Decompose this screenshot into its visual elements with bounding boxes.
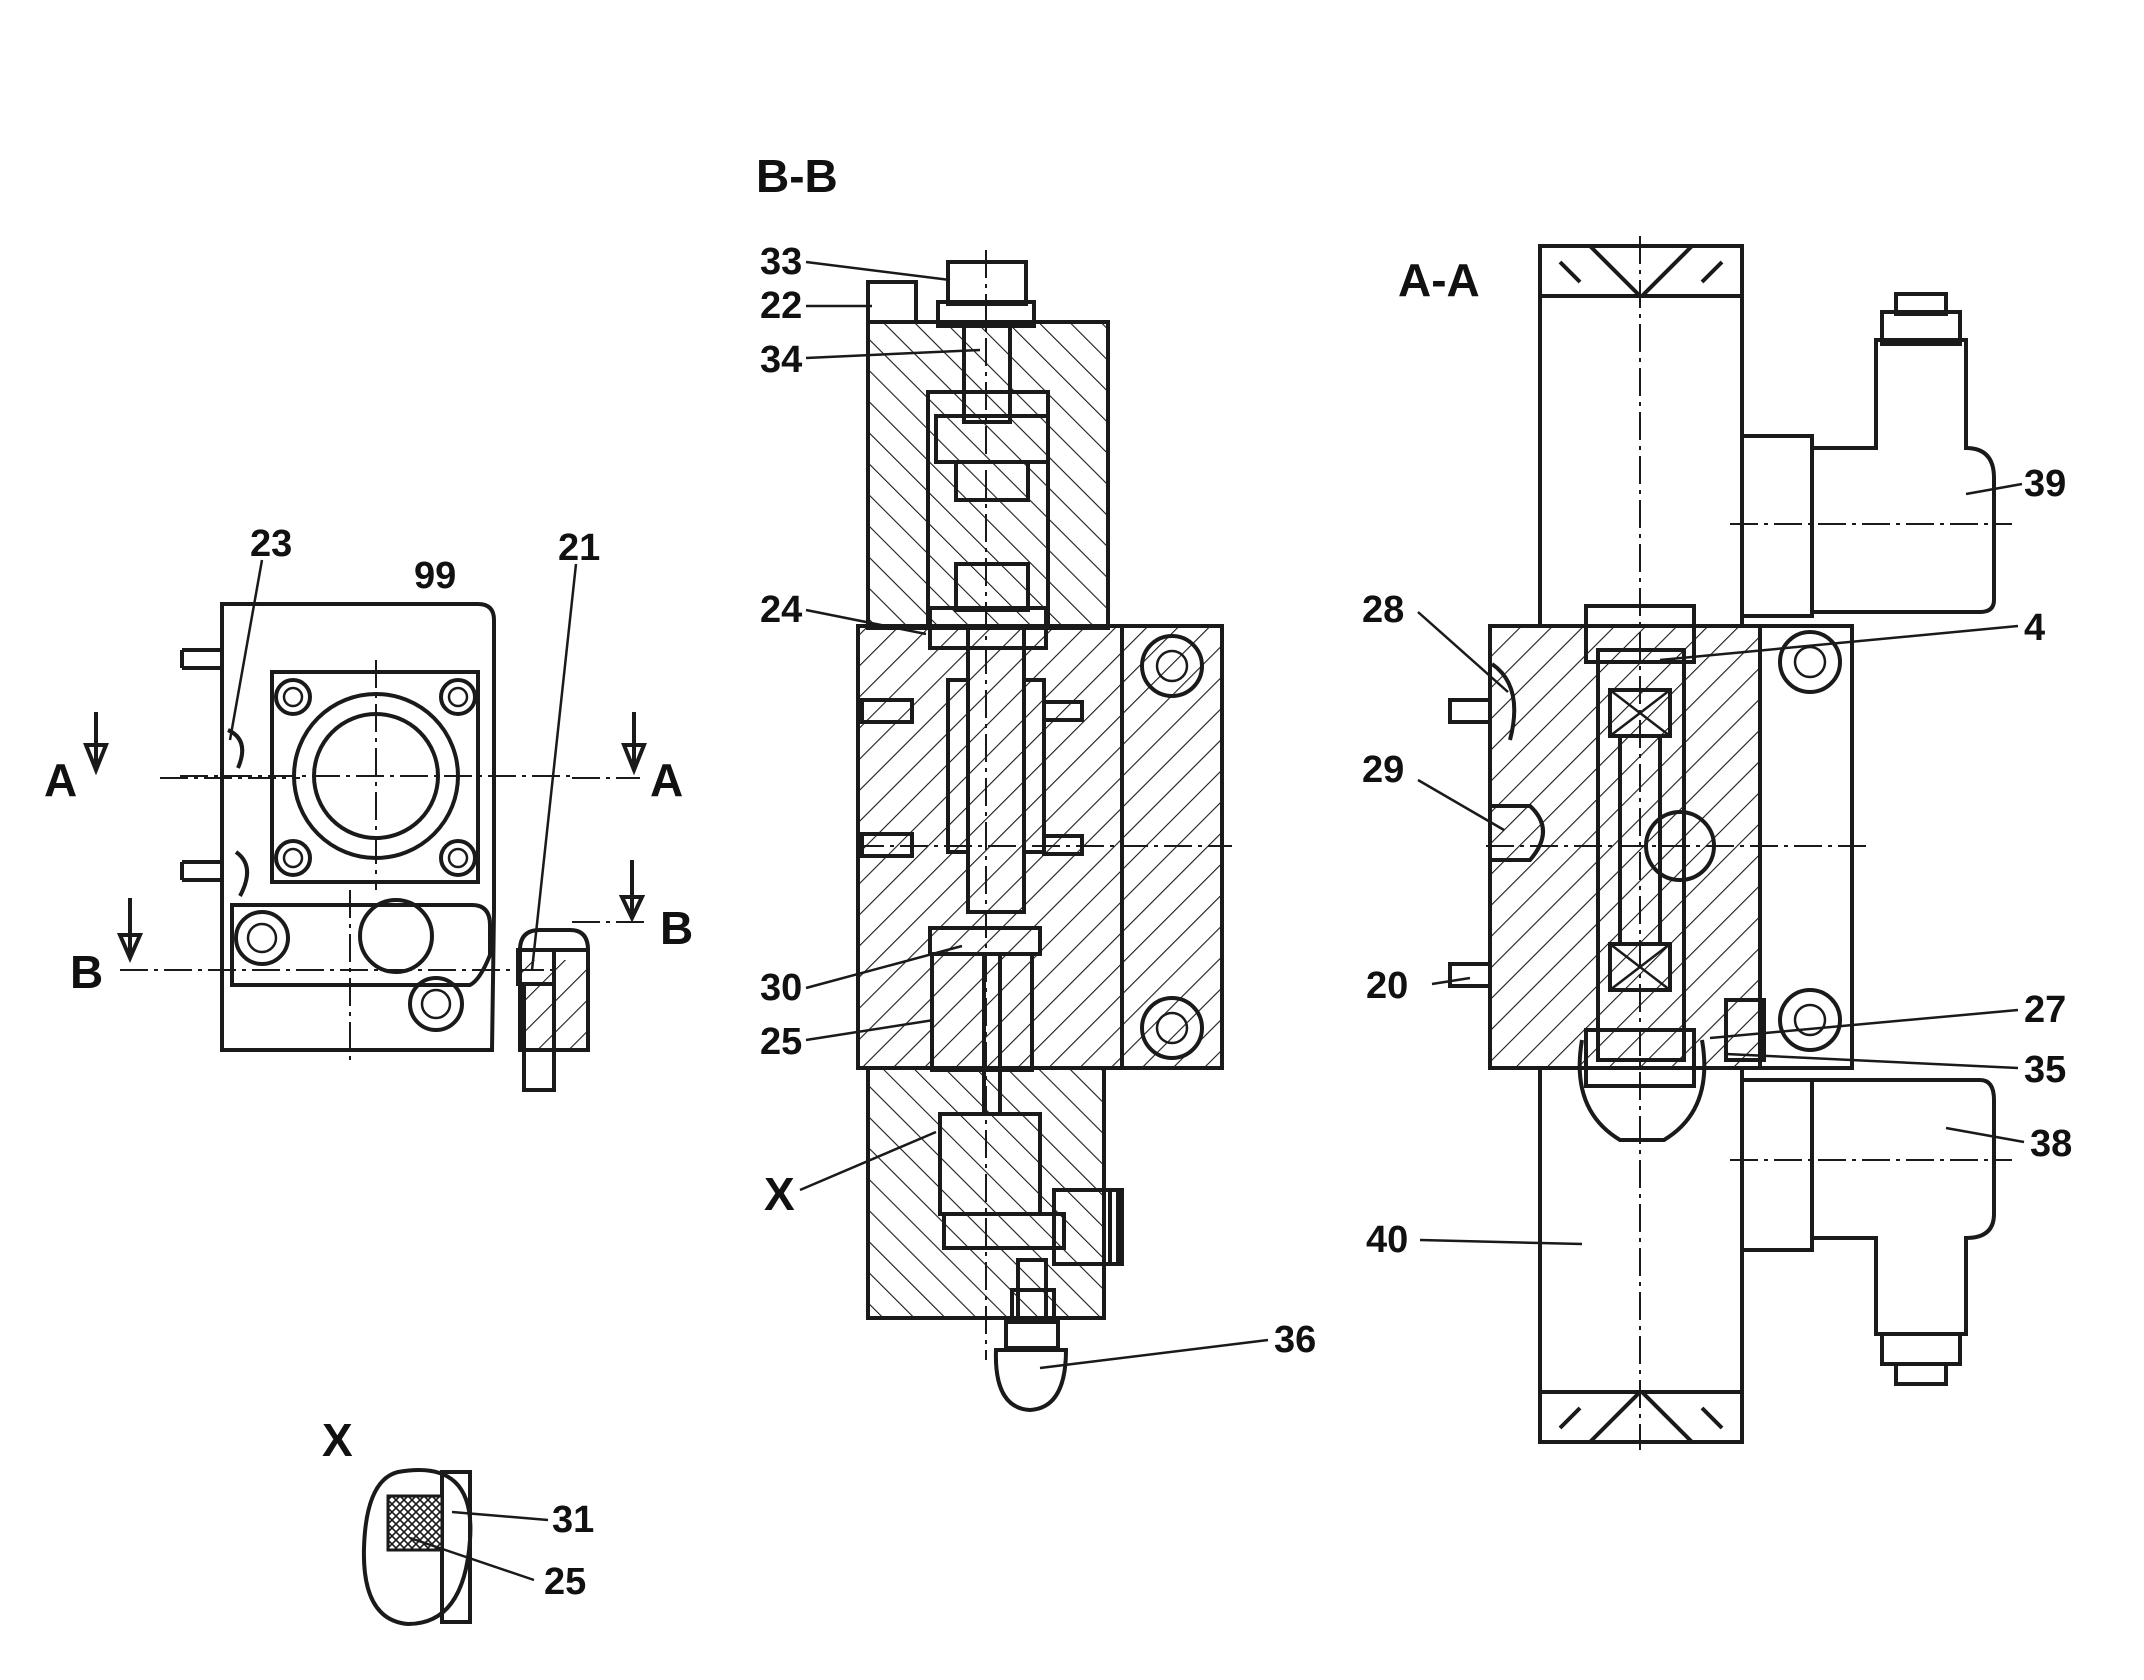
part-number-28: 28 <box>1362 589 1404 631</box>
section-marker-b-right: B <box>660 902 693 954</box>
section-marker-a-left: A <box>44 754 77 806</box>
section-label-x: X <box>322 1414 353 1466</box>
section-marker-a-right: A <box>650 754 683 806</box>
part-number-36: 36 <box>1274 1319 1316 1361</box>
part-number-27: 27 <box>2024 989 2066 1031</box>
part-number-29: 29 <box>1362 749 1404 791</box>
part-number-25-bb: 25 <box>760 1021 802 1063</box>
detail-x <box>361 1468 549 1627</box>
left-view <box>83 559 647 1092</box>
part-number-40: 40 <box>1366 1219 1408 1261</box>
part-number-24: 24 <box>760 589 802 631</box>
section-marker-b-left: B <box>70 946 103 998</box>
part-number-4: 4 <box>2024 607 2045 649</box>
part-number-23: 23 <box>250 523 292 565</box>
part-number-30: 30 <box>760 967 802 1009</box>
part-number-21: 21 <box>558 527 600 569</box>
section-label-aa: A-A <box>1398 254 1480 306</box>
detail-marker-x: X <box>764 1168 795 1220</box>
part-number-34: 34 <box>760 339 802 381</box>
part-number-33: 33 <box>760 241 802 283</box>
part-number-35: 35 <box>2024 1049 2066 1091</box>
part-number-99: 99 <box>414 555 456 597</box>
section-bb <box>799 250 1269 1413</box>
part-number-39: 39 <box>2024 463 2066 505</box>
part-number-22: 22 <box>760 285 802 327</box>
section-label-bb: B-B <box>756 150 838 202</box>
part-number-38: 38 <box>2030 1123 2072 1165</box>
part-number-20: 20 <box>1366 965 1408 1007</box>
part-number-25-x: 25 <box>544 1561 586 1603</box>
section-aa <box>1417 236 2025 1450</box>
part-number-31: 31 <box>552 1499 594 1541</box>
